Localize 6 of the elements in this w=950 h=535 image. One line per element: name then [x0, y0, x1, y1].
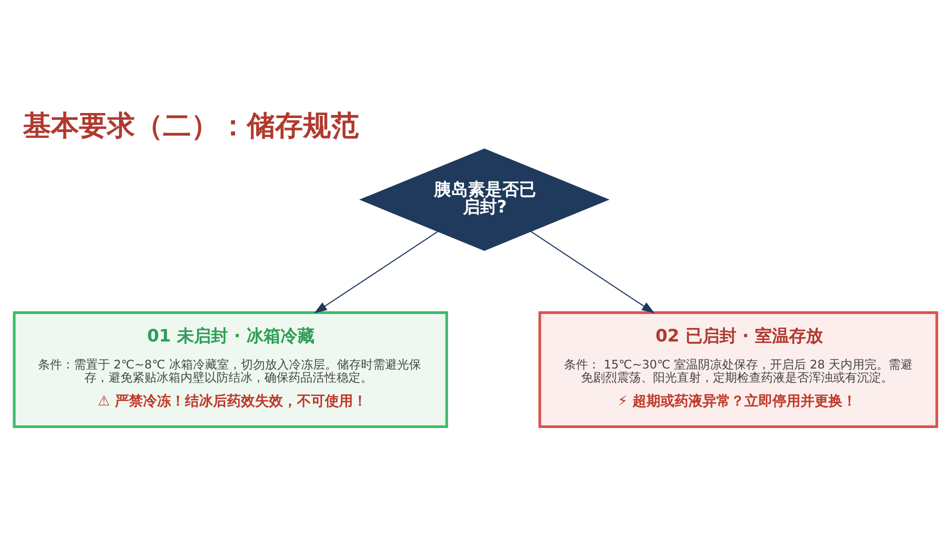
node-diamond: 胰岛素是否已启封?: [358, 148, 610, 250]
node-box: 02 已启封 · 室温存放 条件： 15℃~30℃ 室温阴凉处保存，开启后 28 天内用完。需避免剧烈震荡、阳光直射，定期检查药液是否浑浊或有沉淀。 ⚡ 超期或药液异常？立即停用并更换！: [538, 310, 938, 428]
arrow: [314, 230, 438, 313]
arrow: [530, 230, 654, 313]
diagram-title: 基本要求（二）：储存规范: [22, 108, 358, 142]
node-box: 01 未启封 · 冰箱冷藏 条件：需置于 2℃~8℃ 冰箱冷藏室，切勿放入冷冻层。储存时需避光保存，避免紧贴冰箱内壁以防结冰，确保药品活性稳定。 ⚠ 严禁冷冻！结冰后药效失效，不可使用！: [12, 310, 448, 428]
